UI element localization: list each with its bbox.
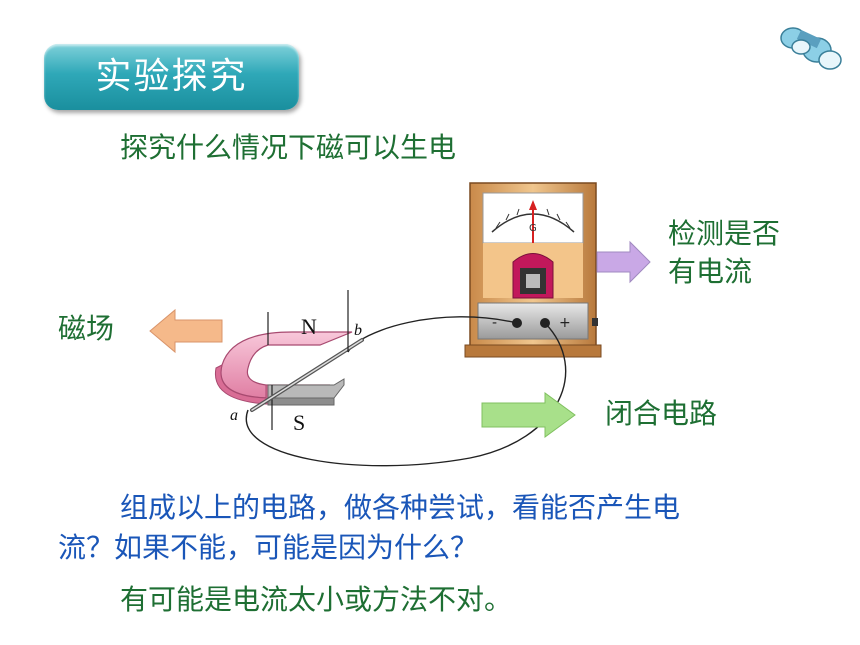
arrow-to-closed-circuit bbox=[481, 392, 576, 438]
arrow-to-magnetic-field bbox=[149, 308, 223, 354]
meter-letter: G bbox=[529, 223, 537, 234]
horseshoe-magnet bbox=[214, 312, 353, 430]
pole-s-label: S bbox=[293, 410, 305, 435]
closed-circuit-label: 闭合电路 bbox=[605, 397, 718, 430]
pole-n-label: N bbox=[301, 314, 317, 339]
galvanometer: G - + bbox=[464, 182, 602, 358]
rod-end-a-label: a bbox=[230, 407, 238, 424]
binoculars-icon bbox=[780, 27, 842, 70]
answer-text: 有可能是电流太小或方法不对。 bbox=[120, 583, 513, 616]
detect-current-label-line1: 检测是否 bbox=[668, 217, 781, 250]
question-line2: 流？如果不能，可能是因为什么？ bbox=[58, 531, 479, 564]
section-title-tag: 实验探究 bbox=[44, 44, 299, 110]
rod-end-b-label: b bbox=[354, 322, 362, 339]
arrow-to-detect bbox=[596, 240, 651, 284]
terminal-minus-label: - bbox=[492, 315, 497, 331]
detect-current-label-line2: 有电流 bbox=[668, 255, 753, 288]
question-line1: 组成以上的电路，做各种尝试，看能否产生电 bbox=[120, 491, 681, 524]
terminal-plus-label: + bbox=[559, 315, 571, 331]
magnetic-field-label: 磁场 bbox=[58, 312, 115, 345]
conductor-rod bbox=[250, 290, 364, 412]
heading: 探究什么情况下磁可以生电 bbox=[120, 131, 457, 164]
